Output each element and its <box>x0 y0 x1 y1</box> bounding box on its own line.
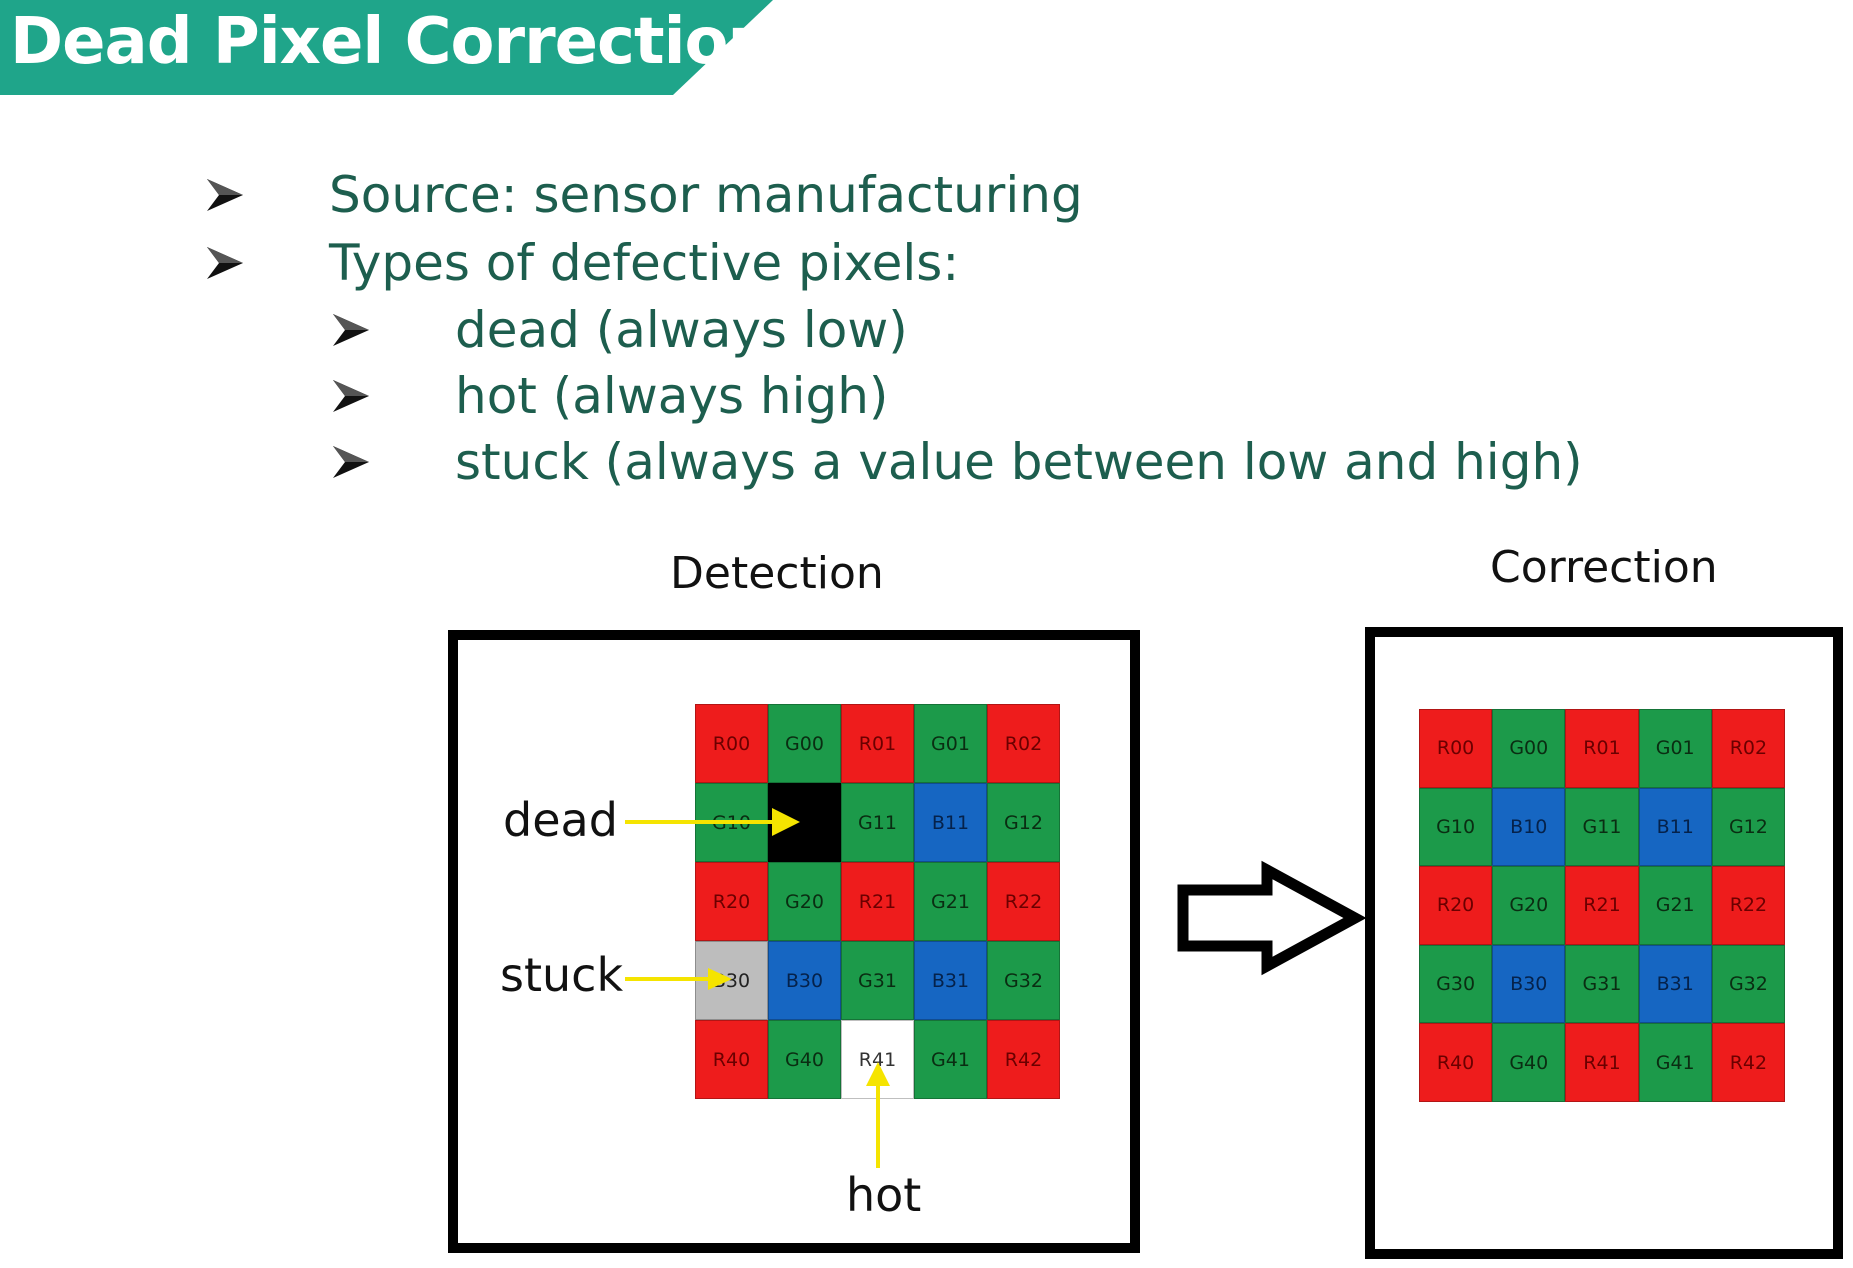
pixel-cell: R20 <box>695 862 768 941</box>
pixel-cell: G01 <box>914 704 987 783</box>
pixel-cell: R02 <box>987 704 1060 783</box>
pixel-cell: G12 <box>1711 787 1785 867</box>
arrowhead-bullet-icon <box>207 179 243 211</box>
pixel-cell: G20 <box>1492 866 1566 945</box>
stuck-label: stuck <box>500 948 624 1002</box>
pixel-cell: R40 <box>695 1020 768 1099</box>
pixel-cell: G32 <box>987 941 1060 1020</box>
pixel-cell: G40 <box>768 1020 841 1099</box>
pixel-cell: B31 <box>914 941 987 1020</box>
pixel-cell: G12 <box>987 783 1060 862</box>
pixel-cell: G31 <box>841 941 914 1020</box>
pixel-cell: G00 <box>768 704 841 783</box>
pixel-cell: R40 <box>1419 1023 1493 1102</box>
sub-bullet-item: stuck (always a value between low and hi… <box>331 432 1583 492</box>
hot-pointer-arrow <box>866 1062 890 1168</box>
bullet-text: Source: sensor manufacturing <box>329 166 1083 224</box>
right-arrow-icon <box>1177 860 1367 976</box>
bullet-text: dead (always low) <box>455 301 908 359</box>
pixel-cell: B30 <box>1492 944 1566 1024</box>
pixel-cell: G40 <box>1492 1023 1566 1102</box>
dead-pointer-arrow <box>625 808 800 836</box>
pixel-cell: R00 <box>695 704 768 783</box>
bullet-text: Types of defective pixels: <box>329 234 960 292</box>
pixel-cell: G11 <box>1565 787 1639 867</box>
pixel-cell: G32 <box>1711 944 1785 1024</box>
bullet-item: Source: sensor manufacturing <box>205 165 1083 225</box>
sub-bullet-item: hot (always high) <box>331 366 888 426</box>
title-banner <box>0 0 773 95</box>
pixel-cell: B11 <box>1638 787 1712 867</box>
pixel-cell: G10 <box>1419 787 1493 867</box>
pixel-cell: B11 <box>914 783 987 862</box>
pixel-cell: G20 <box>768 862 841 941</box>
pixel-cell: G00 <box>1492 709 1566 788</box>
pixel-cell: R22 <box>1711 866 1785 945</box>
pixel-cell: R21 <box>841 862 914 941</box>
correction-label: Correction <box>1490 542 1718 593</box>
pixel-cell: G21 <box>914 862 987 941</box>
arrowhead-bullet-icon <box>333 446 369 478</box>
bullet-item: Types of defective pixels: <box>205 233 959 293</box>
pixel-cell: G30 <box>1419 944 1493 1024</box>
arrowhead-bullet-icon <box>333 314 369 346</box>
pixel-cell: G01 <box>1638 709 1712 788</box>
pixel-cell: R41 <box>1565 1023 1639 1102</box>
arrowhead-bullet-icon <box>333 380 369 412</box>
pixel-cell: R22 <box>987 862 1060 941</box>
bullet-text: hot (always high) <box>455 367 889 425</box>
detection-label: Detection <box>670 548 884 599</box>
slide-title: Dead Pixel Correction <box>10 5 773 79</box>
pixel-cell: B30 <box>768 941 841 1020</box>
pixel-cell: B10 <box>1492 787 1566 867</box>
pixel-cell: G41 <box>1638 1023 1712 1102</box>
dead-label: dead <box>503 793 618 847</box>
pixel-cell: R42 <box>987 1020 1060 1099</box>
pixel-cell: R02 <box>1711 709 1785 788</box>
pixel-cell: R21 <box>1565 866 1639 945</box>
pixel-cell: G31 <box>1565 944 1639 1024</box>
pixel-cell: G21 <box>1638 866 1712 945</box>
pixel-cell: G41 <box>914 1020 987 1099</box>
pixel-cell: G11 <box>841 783 914 862</box>
pixel-cell: B31 <box>1638 944 1712 1024</box>
pixel-cell: R00 <box>1419 709 1493 788</box>
pixel-cell: R01 <box>841 704 914 783</box>
pixel-cell: R20 <box>1419 866 1493 945</box>
pixel-cell: R01 <box>1565 709 1639 788</box>
stuck-pointer-arrow <box>625 968 732 990</box>
pixel-cell: R42 <box>1711 1023 1785 1102</box>
sub-bullet-item: dead (always low) <box>331 300 908 360</box>
bullet-text: stuck (always a value between low and hi… <box>455 433 1583 491</box>
arrowhead-bullet-icon <box>207 247 243 279</box>
hot-label: hot <box>846 1168 922 1222</box>
